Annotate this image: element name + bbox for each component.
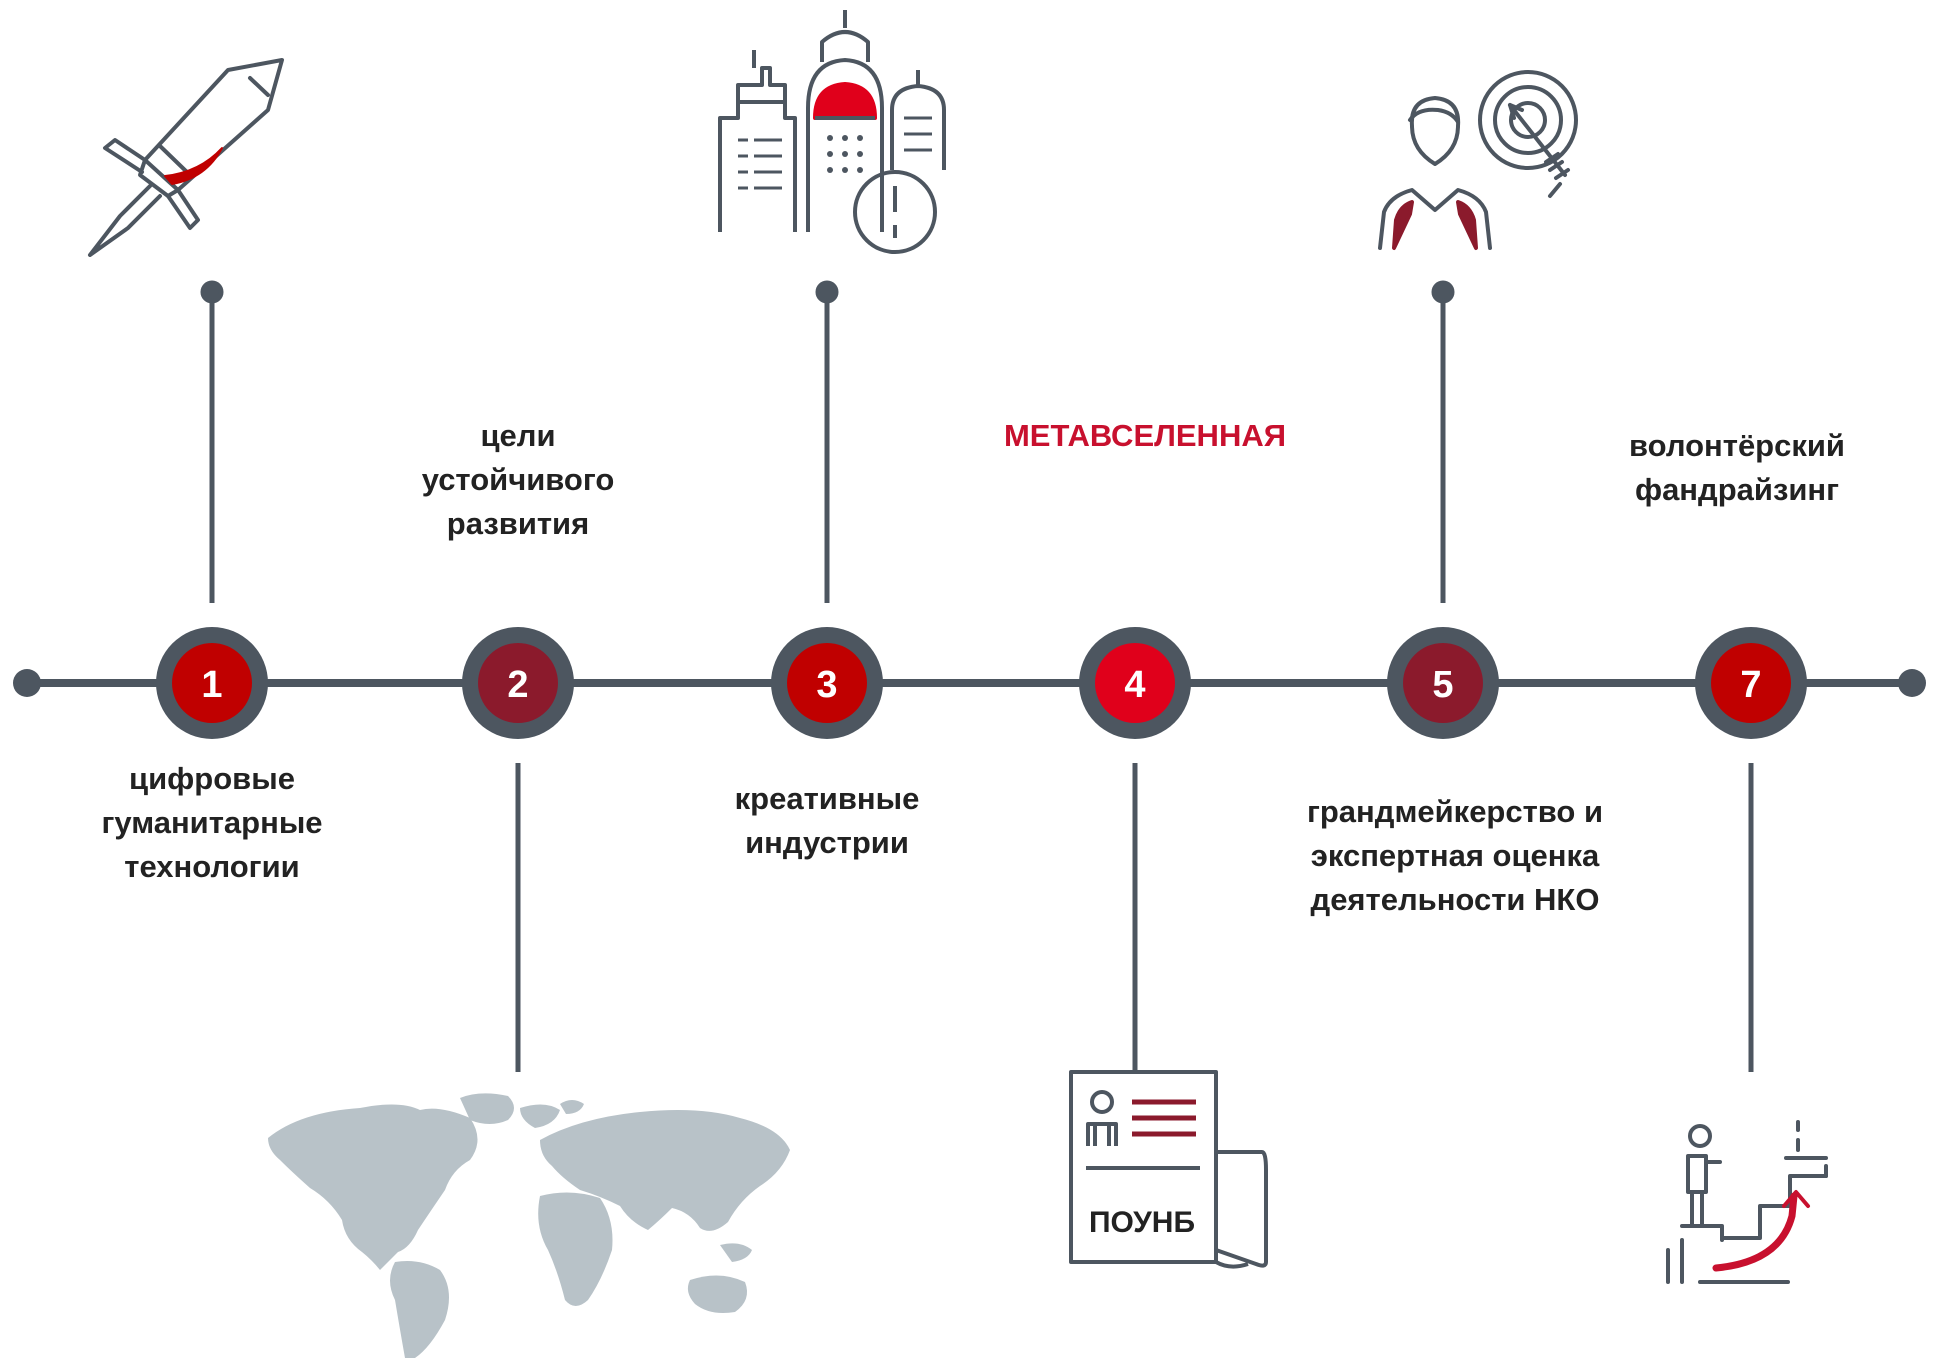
node-1-fill [172, 643, 252, 723]
node-1: 1 [156, 627, 268, 739]
node-4-fill [1095, 643, 1175, 723]
world-map-icon [268, 1093, 790, 1358]
city-icon [718, 10, 946, 254]
topic-1-label: цифровые гуманитарные технологии [101, 761, 323, 884]
topic-5-label: грандмейкерство и экспертная оценка деят… [1306, 794, 1604, 917]
node-1-number: 1 [201, 664, 222, 706]
career-stairs-icon [1666, 1120, 1828, 1284]
connector-dot-1 [200, 280, 224, 304]
topic-4-label: МЕТАВСЕЛЕННАЯ [1003, 418, 1286, 453]
document-icon: ПОУНБ [1069, 1070, 1268, 1269]
node-7-fill [1711, 643, 1791, 723]
node-3-fill [787, 643, 867, 723]
rocket-icon [88, 58, 284, 257]
axis-end-dot [1898, 669, 1926, 697]
node-7-number: 7 [1740, 664, 1761, 706]
connector-dot-3 [815, 280, 839, 304]
target-person-icon [1378, 70, 1578, 250]
node-4-number: 4 [1124, 664, 1145, 706]
topic-2-label: цели устойчивого развития [421, 418, 615, 541]
node-5: 5 [1387, 627, 1499, 739]
node-5-fill [1403, 643, 1483, 723]
node-7: 7 [1695, 627, 1807, 739]
node-2-fill [478, 643, 558, 723]
document-label: ПОУНБ [1089, 1206, 1195, 1239]
topic-7-label: волонтёрский фандрайзинг [1629, 428, 1845, 507]
node-2-number: 2 [507, 664, 528, 706]
connector-dot-5 [1431, 280, 1455, 304]
node-3-number: 3 [816, 664, 837, 706]
axis-start-dot [13, 669, 41, 697]
node-2: 2 [462, 627, 574, 739]
topic-3-label: креативные индустрии [734, 781, 920, 860]
node-4: 4 [1079, 627, 1191, 739]
node-5-number: 5 [1432, 664, 1453, 706]
node-3: 3 [771, 627, 883, 739]
